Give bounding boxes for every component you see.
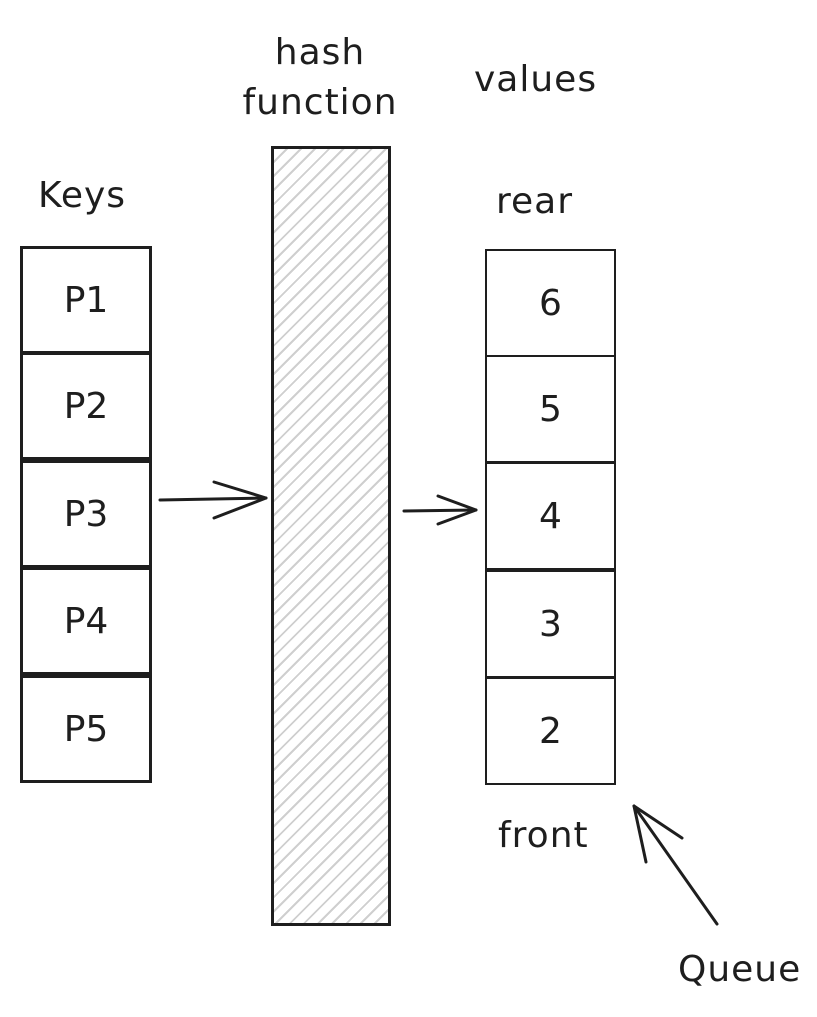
queue-pointer-arrow-head bbox=[632, 804, 684, 864]
hash-to-value-arrow bbox=[402, 494, 478, 526]
value-cell-label: 3 bbox=[539, 603, 562, 645]
queue-pointer-arrow-shaft bbox=[632, 804, 719, 926]
key-cell-label: P1 bbox=[63, 279, 109, 321]
key-to-hash-arrow-head bbox=[212, 480, 268, 520]
key-cell-label: P3 bbox=[63, 493, 109, 535]
key-cell-p4: P4 bbox=[20, 567, 152, 675]
key-to-hash-arrow-shaft bbox=[158, 496, 268, 502]
key-cell-label: P5 bbox=[63, 708, 109, 750]
value-cell-5: 5 bbox=[485, 355, 616, 463]
key-cell-label: P4 bbox=[63, 600, 109, 642]
value-cell-4: 4 bbox=[485, 462, 616, 570]
hash-function-label-line2: function bbox=[242, 82, 398, 123]
keys-label: Keys bbox=[38, 175, 127, 216]
hash-function-label: hash function bbox=[240, 28, 400, 128]
values-label: values bbox=[474, 59, 598, 100]
value-cell-label: 6 bbox=[539, 282, 562, 324]
hash-function-label-line1: hash bbox=[274, 32, 366, 73]
hash-function-box bbox=[271, 146, 391, 926]
value-cell-label: 5 bbox=[539, 388, 562, 430]
value-cell-label: 2 bbox=[539, 710, 562, 752]
key-cell-p1: P1 bbox=[20, 246, 152, 354]
value-cell-3: 3 bbox=[485, 570, 616, 678]
front-label: front bbox=[498, 815, 589, 856]
hash-to-value-arrow-shaft bbox=[402, 508, 478, 513]
value-cell-label: 4 bbox=[539, 495, 562, 537]
queue-label: Queue bbox=[678, 949, 802, 990]
key-cell-p3: P3 bbox=[20, 460, 152, 568]
value-cell-2: 2 bbox=[485, 677, 616, 785]
key-cell-p2: P2 bbox=[20, 352, 152, 460]
key-cell-label: P2 bbox=[63, 385, 109, 427]
rear-label: rear bbox=[496, 181, 574, 222]
value-cell-6: 6 bbox=[485, 249, 616, 357]
key-cell-p5: P5 bbox=[20, 675, 152, 783]
hash-to-value-arrow-head bbox=[436, 494, 478, 526]
queue-pointer-arrow bbox=[632, 804, 719, 926]
key-to-hash-arrow bbox=[158, 480, 268, 520]
